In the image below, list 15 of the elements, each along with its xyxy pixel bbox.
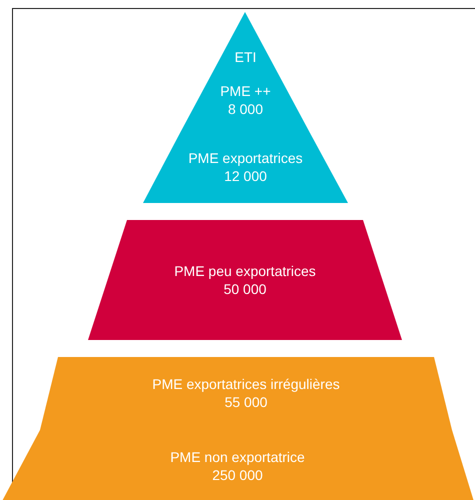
tier-count: 250 000	[212, 466, 263, 484]
tier-label: PME ++	[220, 82, 271, 100]
tier-count: 55 000	[224, 393, 268, 411]
tier-label: PME non exportatrice	[170, 448, 305, 466]
tier-count: 50 000	[224, 280, 266, 298]
tier-count: 12 000	[224, 167, 267, 185]
pyramid-tier	[143, 133, 348, 203]
tier-count: 8 000	[228, 100, 264, 118]
tier-label: PME exportatrices	[188, 149, 303, 167]
pyramid-tier	[0, 430, 475, 500]
tier-label: PME peu exportatrices	[174, 262, 316, 280]
pyramid-tier	[88, 220, 402, 340]
pyramid-tier	[40, 357, 452, 430]
tier-label: ETI	[234, 48, 256, 66]
tier-label: PME exportatrices irrégulières	[152, 375, 340, 393]
